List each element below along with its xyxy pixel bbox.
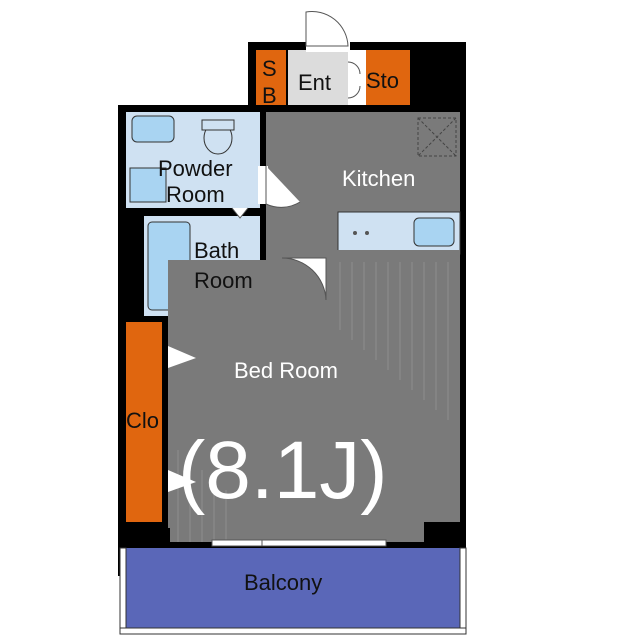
storage-door-icon bbox=[347, 61, 361, 99]
powder-door-swing-icon bbox=[265, 166, 301, 208]
shoe-box-label-s: S bbox=[262, 56, 277, 81]
closet-door-icon bbox=[168, 346, 196, 368]
toilet-tank-icon bbox=[201, 119, 235, 131]
balcony-rail bbox=[119, 627, 467, 635]
balcony-rail bbox=[119, 547, 127, 635]
washbasin-icon bbox=[131, 115, 175, 143]
powder-room-label-2: Room bbox=[166, 182, 225, 207]
storage-label: Sto bbox=[366, 68, 399, 93]
powder-door-opening bbox=[258, 166, 268, 204]
entry-door-swing-icon bbox=[305, 11, 349, 47]
flooring-hatch bbox=[177, 262, 449, 542]
entrance-label: Ent bbox=[298, 70, 331, 95]
closet-door-icon bbox=[168, 470, 196, 492]
bath-door-icon bbox=[231, 207, 249, 219]
balcony-rail bbox=[459, 547, 467, 635]
kitchen-vent-cross bbox=[417, 117, 457, 157]
closet-label: Clo bbox=[126, 408, 159, 433]
bed-room-label: Bed Room bbox=[234, 358, 338, 383]
shoe-box bbox=[256, 50, 286, 105]
storage bbox=[366, 50, 410, 105]
balcony-window bbox=[211, 539, 387, 547]
washer-icon bbox=[129, 167, 167, 203]
stove-burner-icon bbox=[365, 231, 369, 235]
closet bbox=[126, 322, 162, 522]
bed-room-size-label: (8.1J) bbox=[178, 425, 388, 516]
stove-burner-icon bbox=[353, 231, 357, 235]
kitchen-sink-icon bbox=[413, 217, 455, 247]
bath-room-label-1: Bath bbox=[194, 238, 239, 263]
balcony-label: Balcony bbox=[244, 570, 322, 595]
bedroom-door-swing-icon bbox=[281, 257, 327, 301]
balcony bbox=[126, 548, 460, 630]
shoe-box-label-b: B bbox=[262, 83, 277, 108]
bed-room-floor bbox=[168, 260, 460, 542]
entrance-step bbox=[348, 50, 366, 105]
entry-door-opening bbox=[306, 42, 350, 52]
powder-room-label-1: Powder bbox=[158, 156, 233, 181]
bath-room-label-2: Room bbox=[194, 268, 253, 293]
kitchen-label: Kitchen bbox=[342, 166, 415, 191]
kitchen-vent-icon bbox=[417, 117, 457, 157]
